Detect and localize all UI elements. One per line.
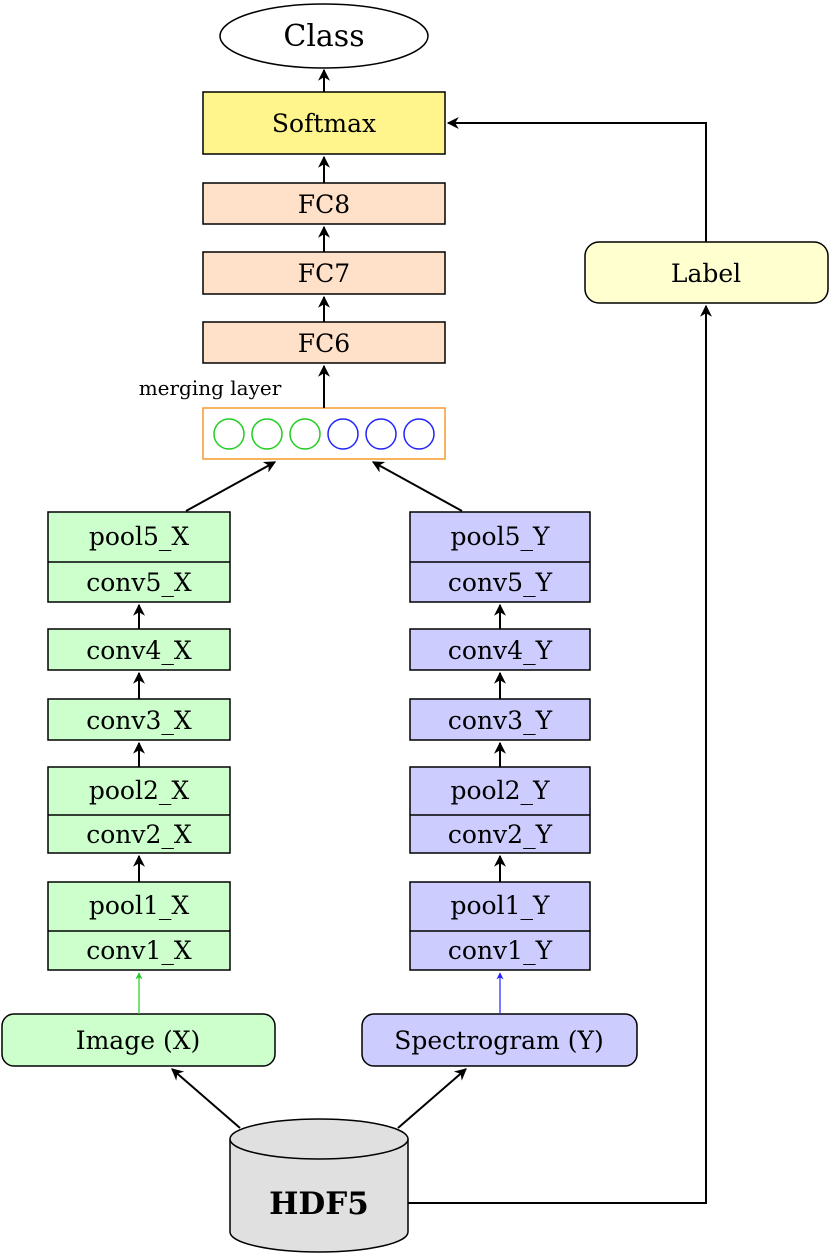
pool2-y-label: pool2_Y xyxy=(450,776,550,805)
merge-node-blue xyxy=(327,418,359,450)
conv2-y-label: conv2_Y xyxy=(448,820,553,849)
pool5-y-label: pool5_Y xyxy=(450,522,550,551)
conv4-y-block: conv4_Y xyxy=(409,628,591,671)
merging-layer xyxy=(202,407,446,460)
conv2-x-label: conv2_X xyxy=(86,820,192,849)
label-box-label: Label xyxy=(671,259,741,288)
fc7-layer: FC7 xyxy=(202,251,446,295)
pool2-x-conv2-x-block: pool2_X conv2_X xyxy=(47,766,231,854)
fc6-label: FC6 xyxy=(298,329,350,358)
conv3-x-label: conv3_X xyxy=(86,706,192,735)
fc7-label: FC7 xyxy=(298,259,350,288)
pool2-y-conv2-y-block: pool2_Y conv2_Y xyxy=(409,766,591,854)
conv1-y-label: conv1_Y xyxy=(448,936,553,965)
arrow-hdf5-spectrogram xyxy=(397,1068,467,1129)
hdf5-label: HDF5 xyxy=(269,1186,369,1222)
pool1-x-label: pool1_X xyxy=(89,891,190,920)
conv5-x-label: conv5_X xyxy=(86,568,192,597)
arrow-label-softmax xyxy=(446,117,707,242)
arrow-pool5x-merge xyxy=(185,461,277,512)
spectrogram-y-label: Spectrogram (Y) xyxy=(394,1026,604,1055)
arrow-hdf5-label xyxy=(408,304,712,1204)
fc6-layer: FC6 xyxy=(202,321,446,364)
conv1-x-label: conv1_X xyxy=(86,936,192,965)
pool5-y-conv5-y-block: pool5_Y conv5_Y xyxy=(409,511,591,603)
conv3-x-block: conv3_X xyxy=(47,698,231,741)
class-node: Class xyxy=(219,3,429,69)
pool5-x-label: pool5_X xyxy=(89,522,190,551)
arrow-hdf5-image xyxy=(171,1068,241,1129)
fc8-label: FC8 xyxy=(298,190,350,219)
merging-layer-caption: merging layer xyxy=(139,376,282,400)
pool1-x-conv1-x-block: pool1_X conv1_X xyxy=(47,881,231,971)
merge-node-blue xyxy=(365,418,397,450)
softmax-label: Softmax xyxy=(272,109,376,138)
class-label: Class xyxy=(283,19,364,54)
image-x-label: Image (X) xyxy=(76,1026,201,1055)
pool2-x-label: pool2_X xyxy=(89,776,190,805)
merge-node-green xyxy=(251,418,283,450)
pool1-y-conv1-y-block: pool1_Y conv1_Y xyxy=(409,881,591,971)
merge-node-green xyxy=(213,418,245,450)
pool5-x-conv5-x-block: pool5_X conv5_X xyxy=(47,511,231,603)
x-branch: pool5_X conv5_X conv4_X conv3_X pool2_X … xyxy=(1,511,276,1067)
conv4-x-block: conv4_X xyxy=(47,628,231,671)
spectrogram-y-input: Spectrogram (Y) xyxy=(361,1013,638,1067)
fc8-layer: FC8 xyxy=(202,182,446,225)
arrow-pool5y-merge xyxy=(371,461,463,512)
image-x-input: Image (X) xyxy=(1,1013,276,1067)
merge-node-blue xyxy=(403,418,435,450)
conv3-y-label: conv3_Y xyxy=(448,706,553,735)
label-node: Label xyxy=(584,241,829,304)
conv4-x-label: conv4_X xyxy=(86,636,192,665)
merge-node-green xyxy=(289,418,321,450)
connections xyxy=(133,68,712,1204)
pool1-y-label: pool1_Y xyxy=(450,891,550,920)
y-branch: pool5_Y conv5_Y conv4_Y conv3_Y pool2_Y … xyxy=(361,511,638,1067)
softmax-layer: Softmax xyxy=(202,91,446,155)
conv5-y-label: conv5_Y xyxy=(448,568,553,597)
hdf5-database: HDF5 xyxy=(229,1118,409,1253)
conv4-y-label: conv4_Y xyxy=(448,636,553,665)
conv3-y-block: conv3_Y xyxy=(409,698,591,741)
